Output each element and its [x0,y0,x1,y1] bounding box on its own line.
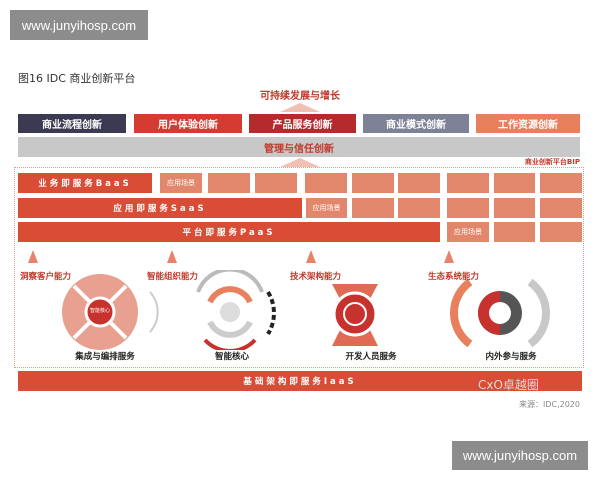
service-integration: 集成与编排服务 [75,352,135,362]
brand-logo: CxO卓越圈 [478,378,539,392]
scenario-tile [208,173,250,193]
innovation-business-model: 商业模式创新 [363,114,469,133]
arrow-up-icon [280,103,320,112]
innovation-product-service: 产品服务创新 [249,114,356,133]
scenario-tile: 应用场景 [447,222,489,242]
innovation-work-resource: 工作资源创新 [476,114,580,133]
baas-layer: 业务即服务BaaS [18,173,152,193]
scenario-tile [398,173,440,193]
scenario-tile [352,198,394,218]
innovation-business-process: 商业流程创新 [18,114,126,133]
intelligent-core-graphic [196,270,276,350]
scenario-tile [494,173,535,193]
management-trust-bar: 管理与信任创新 [18,137,580,157]
scenario-tile [398,198,440,218]
scenario-tile [352,173,394,193]
platform-label: 商业创新平台BIP [524,158,580,166]
paas-layer: 平台即服务PaaS [18,222,440,242]
scenario-tile [494,198,535,218]
arrow-up-icon [280,158,320,167]
iaas-layer: 基础架构即服务IaaS [18,371,582,391]
core-label: 智能核心 [89,308,110,314]
scenario-tile [447,198,489,218]
capability-arrow-icon [444,250,454,263]
top-goal: 可持续发展与增长 [260,91,340,102]
figure-title: 图16 IDC 商业创新平台 [18,72,136,85]
watermark-bottom: www.junyihosp.com [452,441,588,470]
service-internal-external: 内外参与服务 [485,352,537,362]
capability-ecosystem: 生态系统能力 [428,272,480,282]
scenario-tile [540,222,582,242]
scenario-tile [255,173,297,193]
watermark-top: www.junyihosp.com [10,10,148,40]
service-diagrams [62,270,550,350]
scenario-tile [494,222,535,242]
source-note: 来源：IDC,2020 [518,400,580,409]
scenario-tile [447,173,489,193]
innovation-user-experience: 用户体验创新 [134,114,242,133]
capability-smart-org: 智能组织能力 [147,272,199,282]
capability-arrow-icon [167,250,177,263]
scenario-tile: 应用场景 [160,173,202,193]
scenario-tile [540,198,582,218]
internal-external-graphic [450,278,550,348]
service-intelligent-core: 智能核心 [214,352,249,362]
developer-service-graphic [332,284,378,346]
saas-layer: 应用即服务SaaS [18,198,302,218]
scenario-tile [540,173,582,193]
capability-customer-insight: 洞察客户能力 [20,272,72,282]
capability-arrow-icon [306,250,316,263]
platform-frame [14,167,584,368]
service-developer: 开发人员服务 [345,352,397,362]
capability-arrow-icon [28,250,38,263]
scenario-tile: 应用场景 [306,198,347,218]
integration-orchestration-graphic [62,274,159,350]
capability-tech-arch: 技术架构能力 [290,272,342,282]
scenario-tile [305,173,347,193]
